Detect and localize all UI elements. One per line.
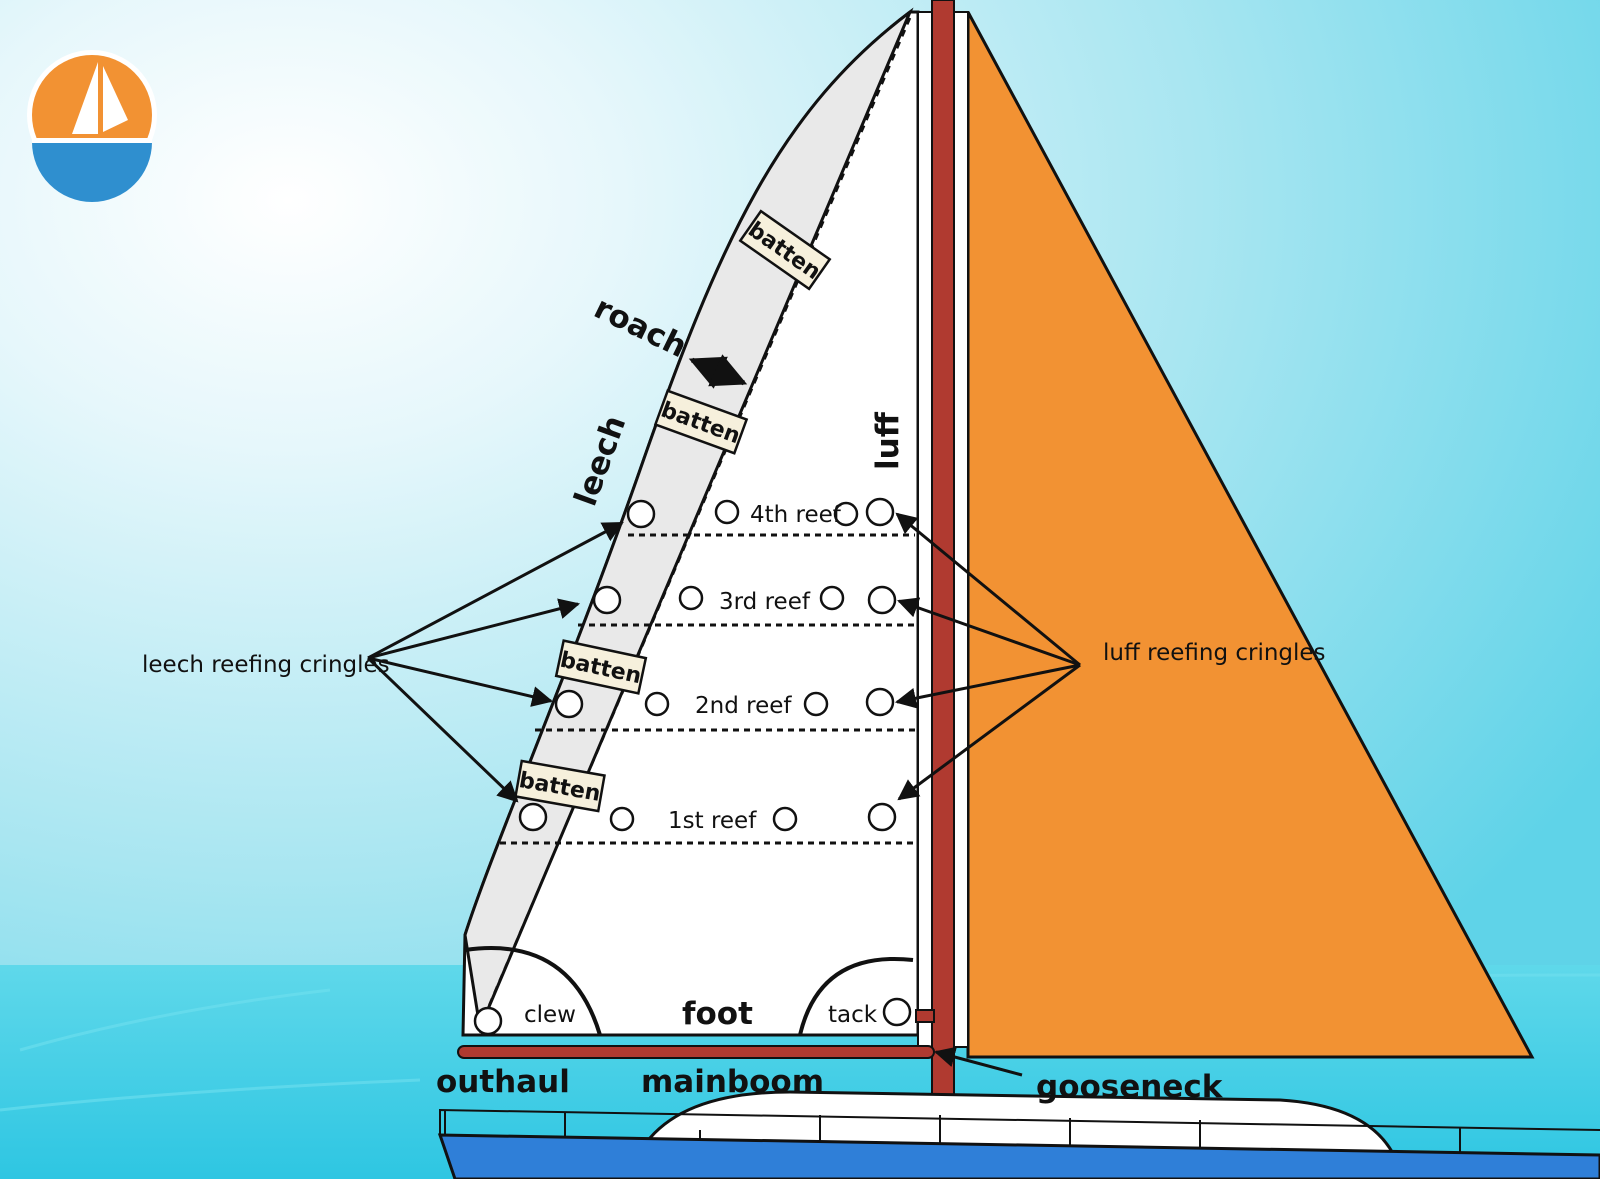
boat-hull: [437, 1090, 1600, 1181]
reef-1-label: 1st reef: [668, 808, 757, 834]
reef-cringles: [473, 497, 912, 1036]
tack-cringle: [882, 997, 912, 1027]
luff-cringle-arrows: [894, 512, 1081, 801]
mainboom-label: mainboom: [641, 1064, 824, 1100]
gooseneck-label: gooseneck: [1036, 1069, 1224, 1105]
clew-cringle: [473, 1006, 503, 1036]
leech-reefing-cringles-label: leech reefing cringles: [142, 652, 390, 678]
reef-2-label: 2nd reef: [695, 693, 792, 719]
mast: [931, 0, 955, 1111]
clew-label: clew: [524, 1002, 576, 1028]
leech-cringle-arrows: [366, 521, 624, 803]
outhaul-label: outhaul: [436, 1064, 570, 1100]
reef-lines: [500, 533, 915, 845]
clew-corner-arc: [464, 946, 602, 1036]
roach-width-arrow: [688, 354, 748, 389]
reef-3-label: 3rd reef: [719, 589, 811, 615]
tack-fitting: [915, 1009, 935, 1023]
luff-label: luff: [870, 411, 906, 470]
gooseneck-arrow: [933, 1046, 1023, 1077]
mainboom-bar: [457, 1045, 935, 1059]
batten-3: batten: [554, 639, 648, 695]
sailboat-logo-icon: [27, 50, 157, 202]
tack-label: tack: [828, 1002, 878, 1028]
batten-4: batten: [514, 759, 606, 813]
reef-4-label: 4th reef: [750, 502, 842, 528]
tack-corner-arc: [798, 957, 914, 1036]
luff-reefing-cringles-label: luff reefing cringles: [1103, 640, 1326, 666]
foot-label: foot: [682, 996, 753, 1032]
